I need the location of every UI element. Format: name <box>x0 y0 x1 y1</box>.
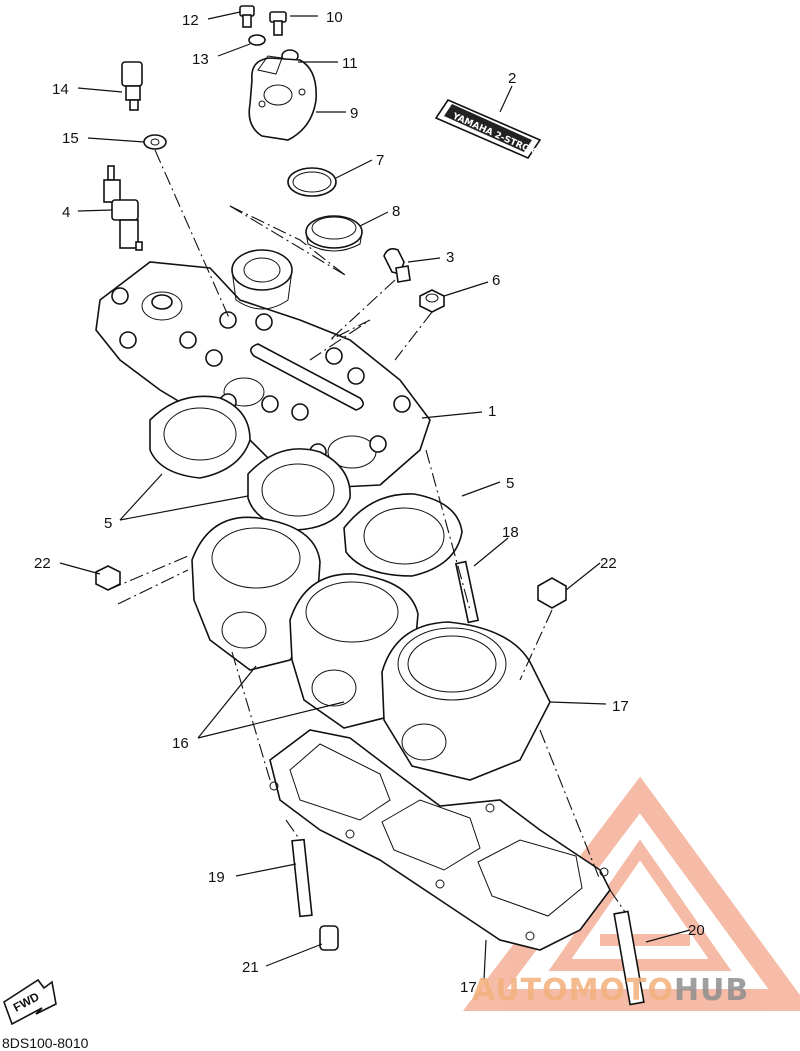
part-labels: 12 10 13 11 14 9 2 15 7 4 8 3 6 1 5 5 18… <box>34 9 705 996</box>
bolt-12 <box>239 5 255 28</box>
label-16: 16 <box>172 735 189 752</box>
label-18: 18 <box>502 524 519 541</box>
label-22-right: 22 <box>600 555 617 572</box>
head-gasket-5-right <box>343 493 463 577</box>
label-12: 12 <box>182 12 199 29</box>
spark-plug-4 <box>103 165 143 251</box>
bolt-10 <box>269 11 287 36</box>
head-gasket-5-center <box>247 448 351 531</box>
label-11: 11 <box>342 55 358 72</box>
watermark-brand-part1: AUTOMOTO <box>472 973 674 1008</box>
label-19: 19 <box>208 869 225 886</box>
fwd-arrow-icon: FWD <box>3 978 57 1026</box>
cylinder-16-right <box>381 621 551 781</box>
label-8: 8 <box>392 203 400 220</box>
washer-15 <box>143 134 167 150</box>
label-6: 6 <box>492 272 500 289</box>
temp-sensor-14 <box>121 61 143 111</box>
label-15: 15 <box>62 130 79 147</box>
label-21: 21 <box>242 959 259 976</box>
label-5-left: 5 <box>104 515 112 532</box>
label-4: 4 <box>62 204 70 221</box>
label-7: 7 <box>376 152 384 169</box>
cylinder-head-1 <box>95 249 431 489</box>
assembly-lines <box>107 149 626 913</box>
label-10: 10 <box>326 9 343 26</box>
label-17-bottom: 17 <box>460 979 477 996</box>
nut-22-left <box>95 565 121 591</box>
label-17-top: 17 <box>612 698 629 715</box>
o-ring-7 <box>287 167 337 197</box>
leader-lines <box>59 11 691 981</box>
watermark-brand: AUTOMOTOHUB <box>472 973 749 1008</box>
stud-20 <box>613 910 645 1006</box>
nut-6 <box>419 289 445 313</box>
thermostat-cover-9 <box>248 55 317 141</box>
label-2: 2 <box>508 70 516 87</box>
decal-2: YAMAHA 2-STROKE <box>434 98 543 160</box>
svg-text:AUTOMOTOHUB: AUTOMOTOHUB <box>472 973 749 1008</box>
label-1: 1 <box>488 403 496 420</box>
label-20: 20 <box>688 922 705 939</box>
nut-21 <box>319 925 339 951</box>
label-9: 9 <box>350 105 358 122</box>
water-fitting-3 <box>383 248 411 283</box>
label-13: 13 <box>192 51 209 68</box>
label-5-right: 5 <box>506 475 514 492</box>
drawing-code: 8DS100-8010 <box>2 1035 89 1051</box>
stud-19 <box>291 838 313 918</box>
label-22-left: 22 <box>34 555 51 572</box>
washer-13 <box>248 34 266 46</box>
label-3: 3 <box>446 249 454 266</box>
label-14: 14 <box>52 81 69 98</box>
watermark-brand-part2: HUB <box>674 973 749 1008</box>
head-gasket-5-left <box>149 395 251 479</box>
nut-22-right <box>537 577 567 609</box>
thermostat-8 <box>305 215 363 252</box>
